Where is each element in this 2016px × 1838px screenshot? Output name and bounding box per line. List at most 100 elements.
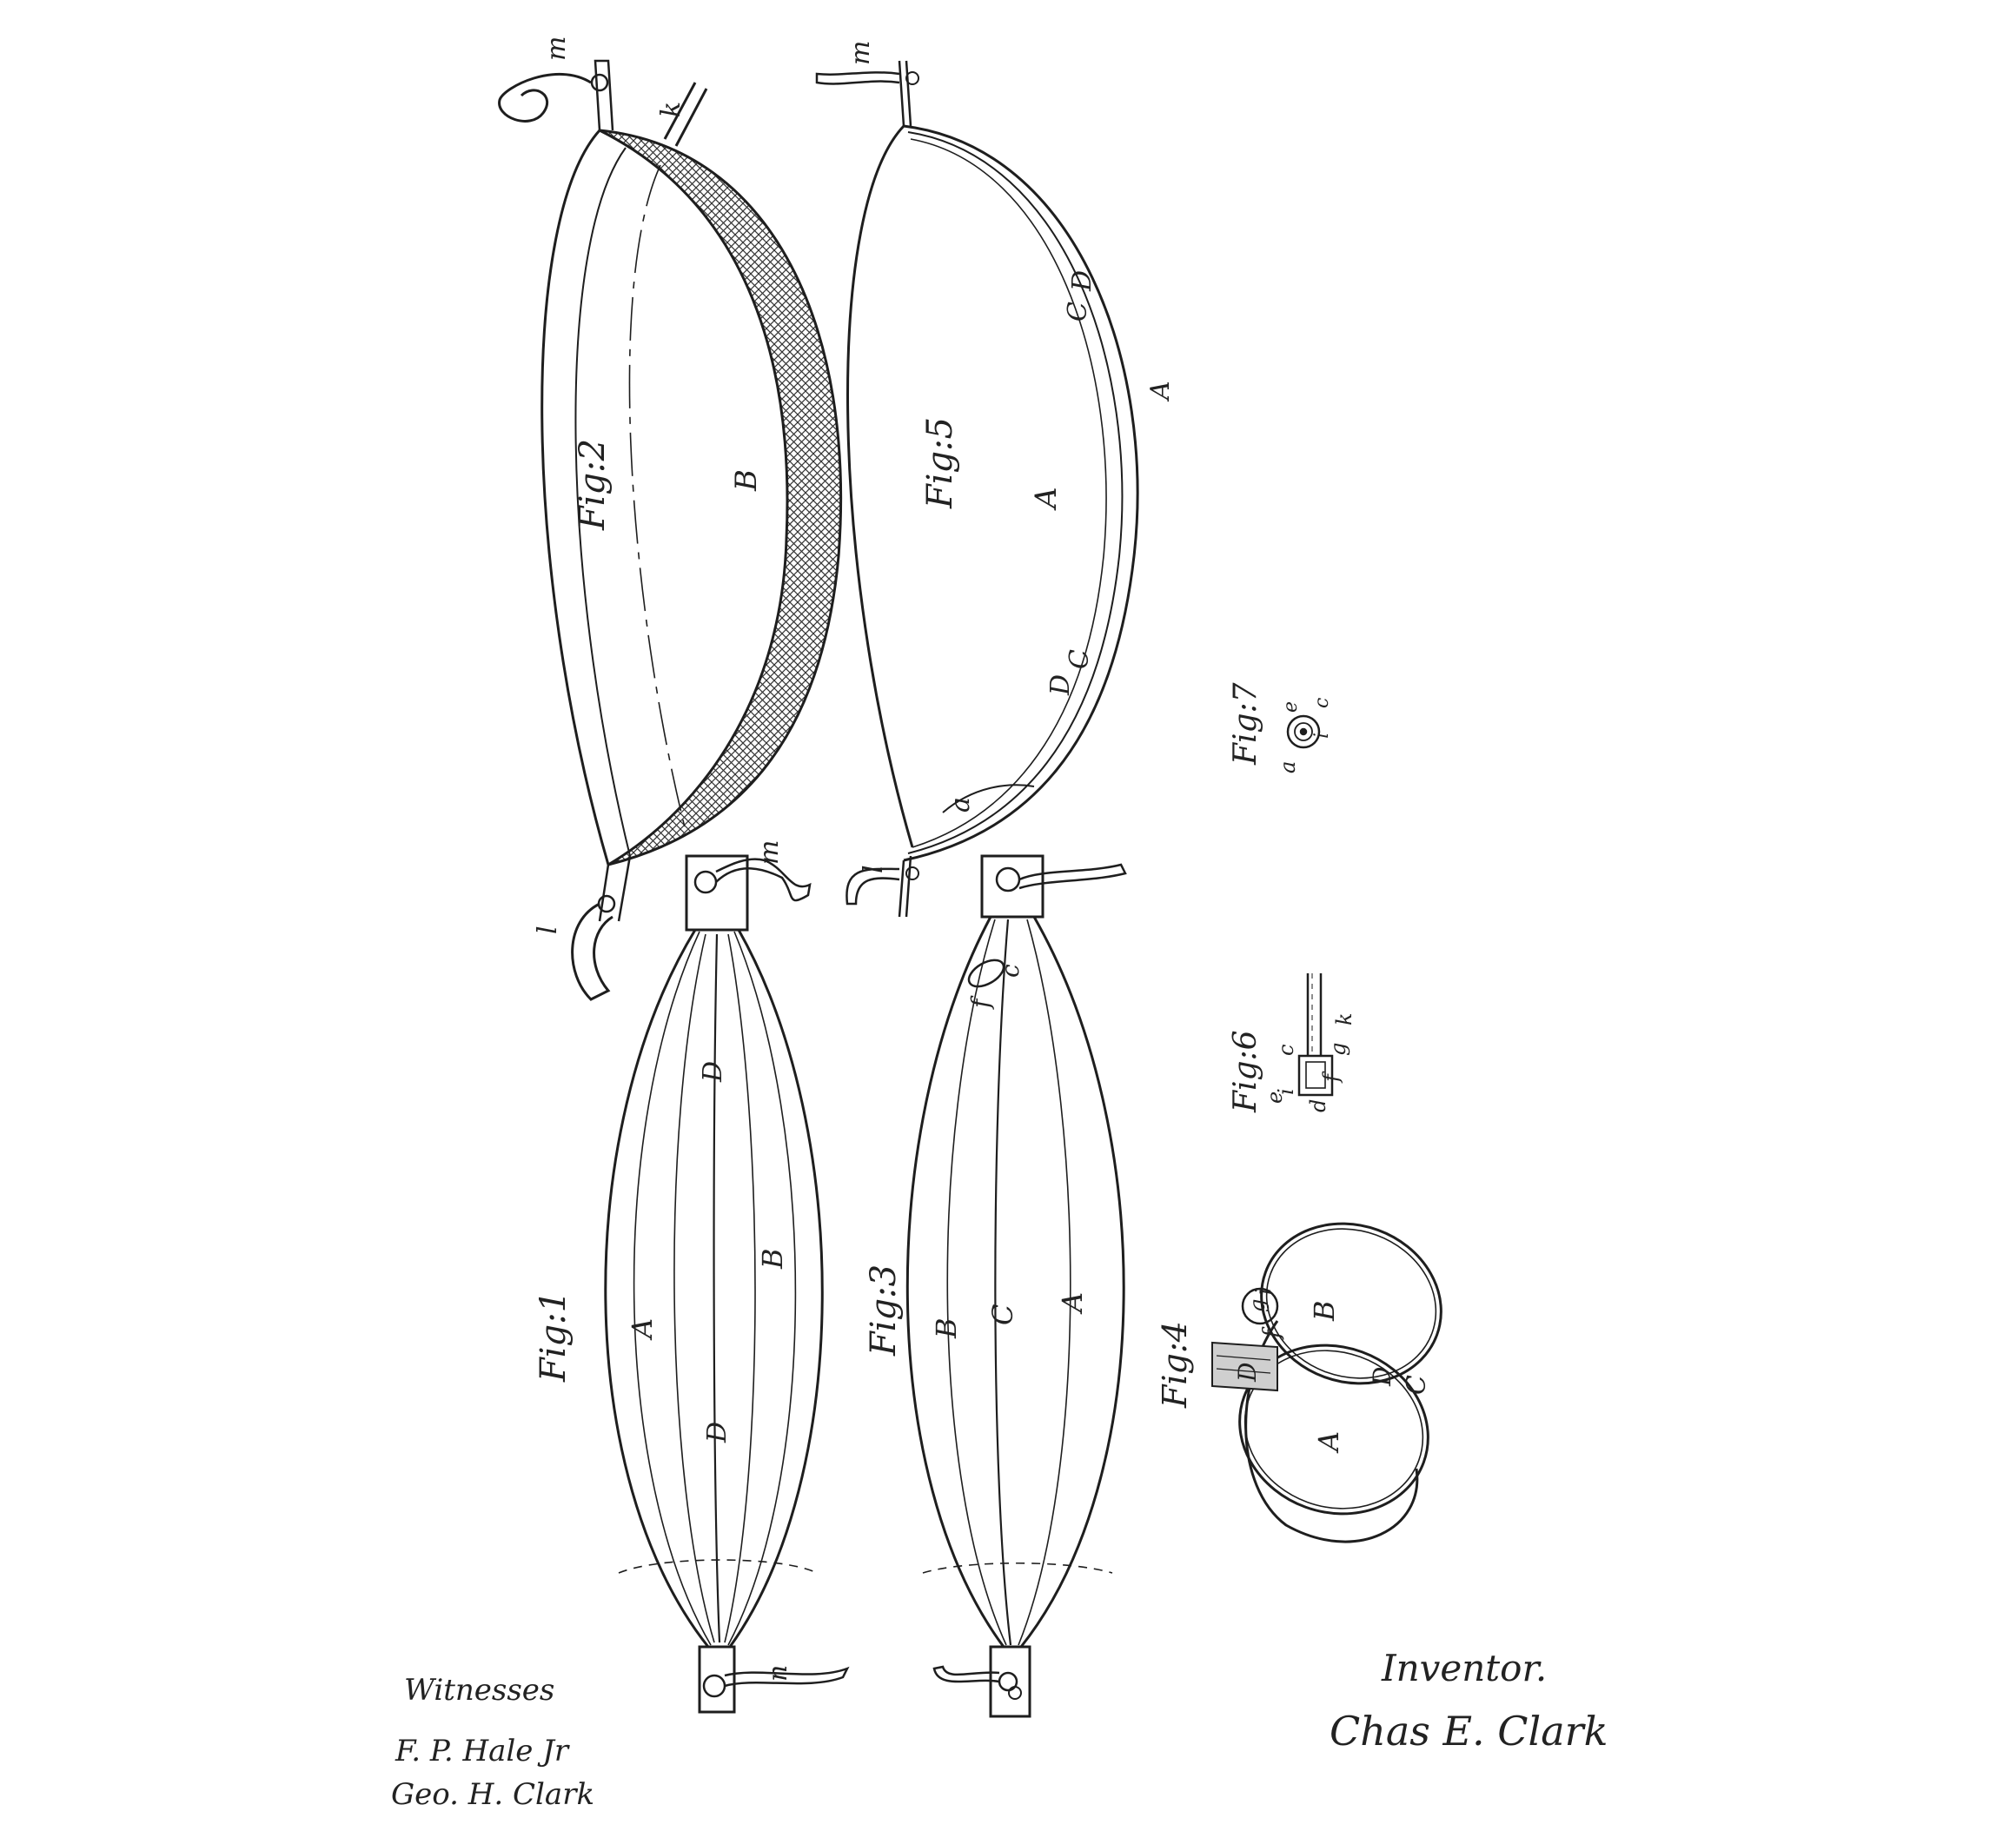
fig3-rib-2 — [994, 919, 1012, 1646]
fig3-label-c-upper: C — [986, 1304, 1019, 1325]
figure-2 — [498, 59, 843, 1001]
fig2-outer-edge — [540, 129, 610, 866]
fig6-tube — [1306, 973, 1323, 1056]
figure-6 — [1297, 973, 1334, 1097]
fig6-label-i-top: i — [1274, 1088, 1298, 1095]
witnesses-heading: Witnesses — [404, 1673, 555, 1708]
figure-7 — [1286, 714, 1321, 749]
fig3-label-c-small: c — [996, 964, 1025, 978]
fig5-caption: Fig:5 — [920, 417, 960, 509]
fig3-dashed-end — [922, 1562, 1113, 1574]
fig1-caption: Fig:1 — [534, 1291, 574, 1383]
fig1-bottom-plate — [698, 1645, 736, 1714]
fig3-outer-left — [905, 916, 1005, 1648]
fig4-label-b: B — [1308, 1300, 1341, 1322]
fig1-label-m: m — [754, 840, 785, 865]
fig4-label-g: g — [1245, 1299, 1270, 1312]
figure-3 — [905, 854, 1127, 1718]
fig1-rib-3 — [713, 933, 721, 1643]
fig3-rib-1 — [946, 919, 1007, 1646]
fig3-valve-c — [967, 959, 1005, 988]
fig3-label-b: B — [930, 1317, 963, 1339]
fig4-strap-d — [1211, 1341, 1278, 1392]
fig1-rib-2 — [673, 933, 715, 1643]
fig5-shell-2 — [907, 131, 1124, 854]
fig5-label-m: m — [846, 41, 876, 65]
fig3-outer-right — [1019, 916, 1125, 1648]
fig2-bottom-flange — [598, 855, 632, 922]
fig1-rib-1 — [633, 931, 712, 1646]
fig2-tube-k — [663, 82, 708, 147]
fig1-outer-right — [728, 929, 824, 1648]
fig7-label-c: c — [1311, 698, 1333, 708]
fig1-cord-n — [724, 1666, 850, 1688]
fig6-caption: Fig:6 — [1228, 1030, 1263, 1113]
fig2-inner-edge — [574, 147, 631, 857]
fig3-caption: Fig:3 — [864, 1264, 904, 1357]
fig5-top-flange — [898, 60, 912, 127]
fig5-label-a-body: A — [1029, 487, 1064, 511]
fig2-cord-l — [571, 902, 613, 1001]
fig4-caption: Fig:4 — [1156, 1321, 1194, 1409]
fig4-chamber-b — [1260, 1222, 1442, 1385]
fig5-inner-edge — [846, 124, 914, 848]
figure-4 — [1211, 1222, 1442, 1543]
fig3-rib-3 — [1018, 919, 1071, 1646]
fig4-tube — [1241, 1287, 1279, 1325]
fig2-label-b: B — [729, 469, 764, 492]
fig5-outer-shell — [903, 124, 1139, 862]
fig7-caption: Fig:7 — [1228, 682, 1263, 766]
fig6-label-g: g — [1326, 1043, 1350, 1056]
fig4-label-i: i — [1251, 1288, 1276, 1295]
fig4-chamber-a-inner — [1243, 1350, 1424, 1510]
fig5-label-d-lower: D — [1045, 674, 1076, 696]
fig4-chamber-b-inner — [1265, 1228, 1437, 1379]
fig1-label-d-top: D — [698, 1061, 728, 1083]
fig1-label-d-bottom: D — [702, 1422, 733, 1443]
witness-signature-2: Geo. H. Clark — [391, 1777, 595, 1812]
fig1-rib-4 — [724, 933, 756, 1643]
fig2-label-k: k — [656, 102, 686, 117]
fig3-cord-top — [1018, 863, 1127, 890]
fig2-caption: Fig:2 — [573, 439, 613, 531]
fig5-label-c-lower: C — [1064, 649, 1095, 669]
fig7-label-a: a — [1276, 761, 1300, 773]
fig1-dashed-end — [618, 1559, 818, 1574]
fig2-label-m: m — [541, 36, 572, 61]
fig5-label-a: a — [945, 797, 976, 813]
fig7-outer-ring — [1286, 714, 1321, 749]
fig6-label-c: c — [1274, 1045, 1298, 1056]
fig1-label-a: A — [626, 1318, 659, 1341]
fig6-socket — [1297, 1054, 1334, 1097]
fig7-label-i: i — [1311, 733, 1333, 739]
fig1-label-b: B — [756, 1248, 789, 1270]
fig5-label-l: l — [859, 865, 889, 873]
fig4-label-d-right: D — [1368, 1367, 1396, 1387]
witness-signature-1: F. P. Hale Jr — [395, 1734, 569, 1768]
fig7-label-e: e — [1280, 701, 1302, 713]
fig4-label-a: A — [1312, 1431, 1345, 1454]
fig4-label-c: C — [1402, 1375, 1432, 1395]
fig5-bottom-flange — [898, 855, 912, 918]
fig4-label-d-left: D — [1233, 1363, 1262, 1383]
fig5-cord-m — [815, 71, 900, 85]
fig3-label-f: f — [966, 995, 995, 1010]
fig2-cord-m — [498, 72, 592, 123]
fig4-chamber-a — [1238, 1344, 1429, 1516]
fig6-label-k: k — [1332, 1012, 1356, 1025]
fig2-label-l: l — [533, 926, 563, 934]
fig5-label-c-upper: C — [1063, 302, 1093, 322]
fig2-top-flange — [594, 59, 614, 131]
fig3-top-plate — [980, 854, 1044, 919]
fig3-cord-bottom — [932, 1665, 1000, 1683]
fig6-label-d: d — [1306, 1099, 1330, 1112]
fig5-cord-l — [846, 867, 900, 906]
fig1-label-n: n — [763, 1665, 793, 1682]
figure-5 — [815, 60, 1139, 918]
fig7-inner-ring — [1294, 722, 1313, 741]
fig5-partition-a — [942, 784, 1035, 813]
inventor-heading: Inventor. — [1382, 1647, 1548, 1689]
fig3-label-a: A — [1056, 1292, 1089, 1315]
fig5-label-a-edge: A — [1145, 381, 1176, 402]
